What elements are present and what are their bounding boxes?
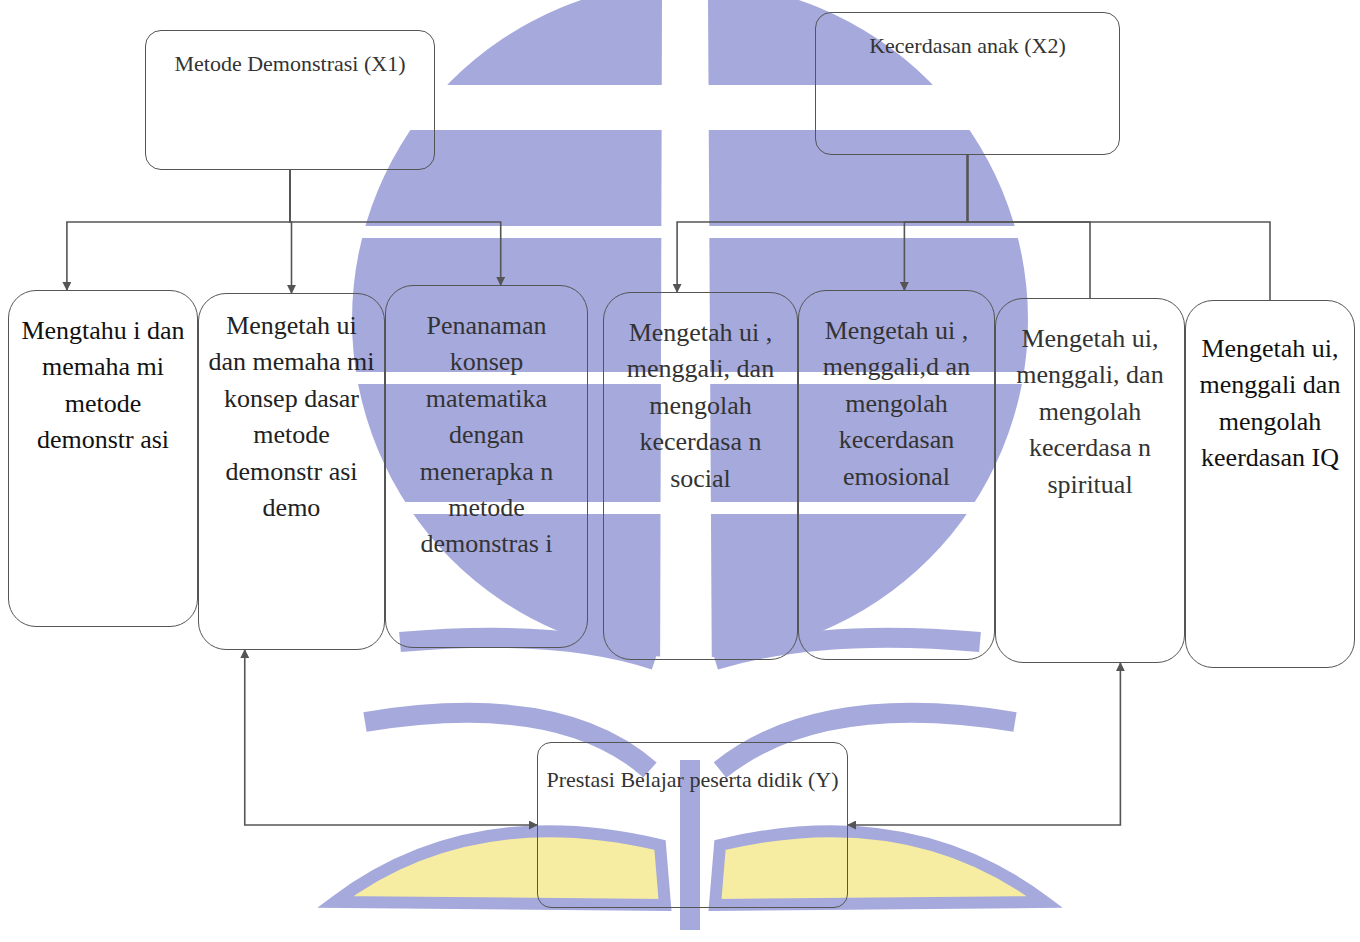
variable-box: Kecerdasan anak (X2) <box>815 12 1120 155</box>
node-text: Penanaman konsep matematika dengan mener… <box>394 308 579 563</box>
logo-book-page <box>715 831 1045 905</box>
indicator-box: Mengetah ui , menggali, dan mengolah kec… <box>603 292 798 660</box>
logo-book-band <box>400 638 655 660</box>
connector-arrow <box>848 663 1120 825</box>
logo-book-page <box>335 831 665 905</box>
node-text: Mengetah ui , menggali,d an mengolah kec… <box>807 313 986 495</box>
connector-arrow <box>968 155 1271 300</box>
variable-box: Metode Demonstrasi (X1) <box>145 30 435 170</box>
indicator-box: Mengetah ui, menggali, dan mengolah kece… <box>995 298 1185 663</box>
outcome-box: Prestasi Belajar peserta didik (Y) <box>537 742 848 908</box>
connector-arrow <box>968 155 1091 298</box>
node-text: Mengetah ui, menggali dan mengolah keerd… <box>1194 331 1346 477</box>
indicator-box: Mengetah ui dan memaha mi konsep dasar m… <box>198 293 385 650</box>
node-text: Prestasi Belajar peserta didik (Y) <box>546 765 839 796</box>
connector-arrow <box>67 170 290 290</box>
node-text: Mengetah ui, menggali, dan mengolah kece… <box>1004 321 1176 503</box>
connector-arrow <box>245 650 537 825</box>
connector-arrow <box>290 170 501 285</box>
indicator-box: Penanaman konsep matematika dengan mener… <box>385 285 588 648</box>
connector-arrow <box>904 155 967 290</box>
indicator-box: Mengetah ui , menggali,d an mengolah kec… <box>798 290 995 660</box>
indicator-box: Mengetah ui, menggali dan mengolah keerd… <box>1185 300 1355 668</box>
connector-arrow <box>677 155 967 292</box>
node-text: Mengtahu i dan memaha mi metode demonstr… <box>17 313 189 459</box>
node-text: Mengetah ui , menggali, dan mengolah kec… <box>612 315 789 497</box>
node-text: Mengetah ui dan memaha mi konsep dasar m… <box>207 308 376 526</box>
indicator-box: Mengtahu i dan memaha mi metode demonstr… <box>8 290 198 627</box>
logo-book-band <box>715 638 980 660</box>
node-text: Kecerdasan anak (X2) <box>824 31 1111 62</box>
node-text: Metode Demonstrasi (X1) <box>154 49 426 80</box>
